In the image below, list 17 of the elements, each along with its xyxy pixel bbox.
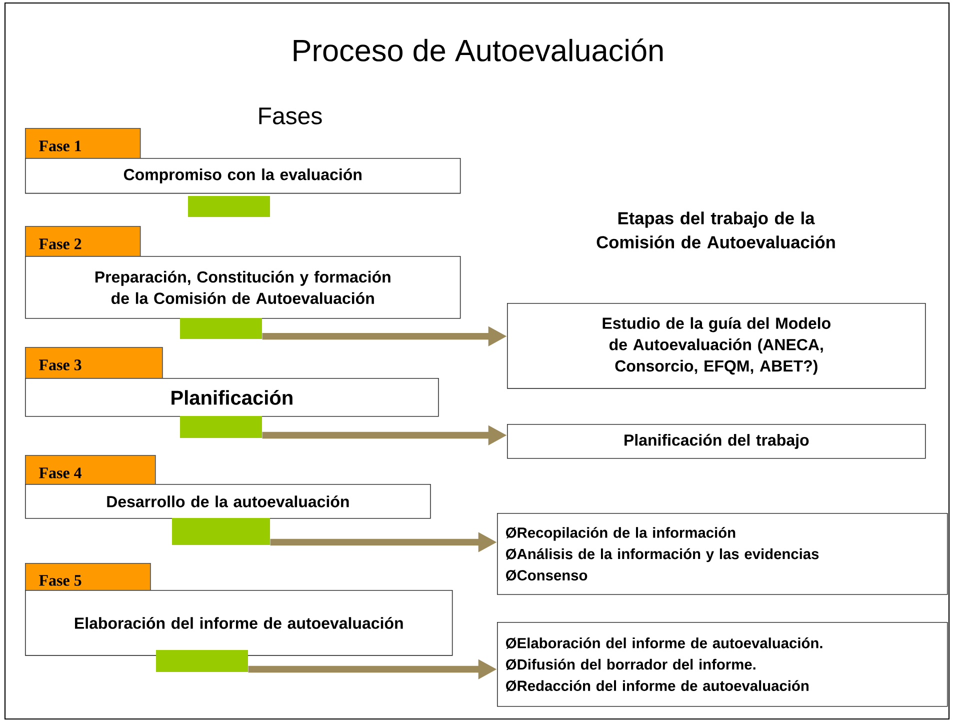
task-list-box: ØElaboración del informe de autoevaluación. ØDifusión del borrador del informe. ØRedacción del informe de autoevaluación [497, 622, 948, 707]
task-list-box: ØRecopilación de la información ØAnálisis de la información y las evidencias ØConsenso [497, 513, 948, 595]
phase-box: Estudio de la guía del Modelo de Autoevaluación (ANECA, Consorcio, EFQM, ABET?) [507, 303, 926, 389]
phase-box: Planificación [25, 378, 439, 417]
phase-box: Compromiso con la evaluación [25, 158, 461, 194]
marker-bar [180, 416, 262, 438]
section-heading: Etapas del trabajo de la Comisión de Autoevaluación [596, 212, 835, 248]
section-heading: Fases [259, 108, 322, 124]
phase-box: Desarrollo de la autoevaluación [25, 484, 431, 519]
marker-bar [156, 650, 248, 672]
marker-bar [188, 196, 270, 218]
title: Proceso de Autoevaluación [294, 38, 663, 62]
marker-bar [172, 518, 270, 545]
phase-box: Preparación, Constitución y formación de la Comisión de Autoevaluación [25, 256, 461, 319]
marker-bar [180, 318, 262, 340]
phase-box: Elaboración del informe de autoevaluación [25, 590, 453, 656]
phase-box: Planificación del trabajo [507, 424, 926, 459]
